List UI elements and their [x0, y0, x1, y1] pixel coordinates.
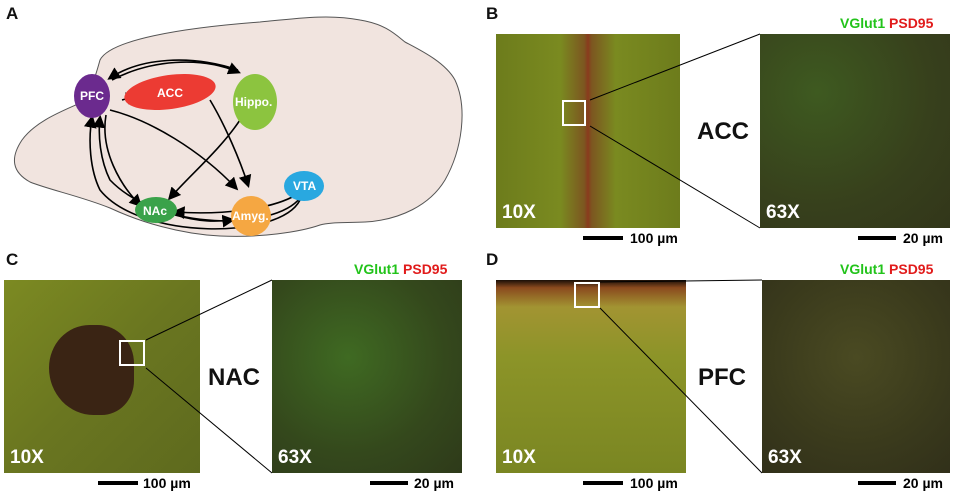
nac-label: NAc — [143, 204, 167, 218]
pfc-63x-image: 63X — [762, 280, 950, 473]
scalebar-high-label-c: 20 µm — [414, 475, 454, 491]
amyg-label: Amyg. — [232, 209, 269, 223]
brain-outline — [14, 16, 463, 237]
legend-psd95-c: PSD95 — [403, 261, 448, 277]
acc-node — [124, 73, 216, 111]
legend-c: VGlut1 PSD95 — [354, 261, 447, 277]
hippo-label: Hippo. — [235, 95, 272, 109]
scalebar-low-c — [98, 481, 138, 485]
scalebar-low-label-c: 100 µm — [143, 475, 191, 491]
vta-label: VTA — [293, 179, 316, 193]
region-nac: NAC — [208, 364, 260, 391]
brain-connectivity-diagram: PFC ACC Hippo. VTA NAc Amyg. — [14, 16, 463, 237]
scalebar-low-b — [583, 236, 623, 240]
legend-vglut1-c: VGlut1 — [354, 261, 400, 277]
mag-63x-b: 63X — [766, 202, 800, 223]
amyg-node — [231, 196, 271, 236]
legend-vglut1: VGlut1 — [840, 15, 886, 31]
mag-10x-b: 10X — [502, 202, 536, 223]
mag-10x-c: 10X — [10, 447, 44, 468]
legend-d: VGlut1 PSD95 — [840, 261, 933, 277]
scalebar-high-label-b: 20 µm — [903, 230, 943, 246]
mag-10x-d: 10X — [502, 447, 536, 468]
legend-vglut1-d: VGlut1 — [840, 261, 886, 277]
hippo-node — [233, 74, 277, 130]
legend-psd95-d: PSD95 — [889, 261, 934, 277]
pfc-node — [74, 74, 110, 118]
pfc-10x-image: 10X — [496, 280, 686, 473]
scalebar-high-c — [370, 481, 408, 485]
zoom-box-d — [574, 282, 600, 308]
nac-10x-image: 10X — [4, 280, 200, 473]
region-pfc: PFC — [698, 364, 746, 391]
scalebar-high-d — [858, 481, 896, 485]
zoom-box-b — [562, 100, 586, 126]
zoom-box-c — [119, 340, 145, 366]
acc-label: ACC — [157, 86, 183, 100]
panel-label-b: B — [486, 4, 499, 23]
anterior-commissure — [49, 325, 134, 415]
mag-63x-d: 63X — [768, 447, 802, 468]
nac-node — [135, 197, 177, 223]
scalebar-low-label-d: 100 µm — [630, 475, 678, 491]
mag-63x-c: 63X — [278, 447, 312, 468]
acc-10x-image: 10X — [496, 34, 680, 228]
region-acc: ACC — [697, 118, 749, 145]
scalebar-low-d — [583, 481, 623, 485]
scalebar-high-b — [858, 236, 896, 240]
legend-psd95: PSD95 — [889, 15, 934, 31]
legend-b: VGlut1 PSD95 — [840, 15, 933, 31]
acc-63x-image: 63X — [760, 34, 950, 228]
panel-label-c: C — [6, 250, 19, 269]
panel-label-a: A — [6, 4, 19, 23]
scalebar-high-label-d: 20 µm — [903, 475, 943, 491]
panel-label-d: D — [486, 250, 499, 269]
nac-63x-image: 63X — [272, 280, 462, 473]
vta-node — [284, 171, 324, 201]
pfc-label: PFC — [80, 89, 104, 103]
scalebar-low-label-b: 100 µm — [630, 230, 678, 246]
